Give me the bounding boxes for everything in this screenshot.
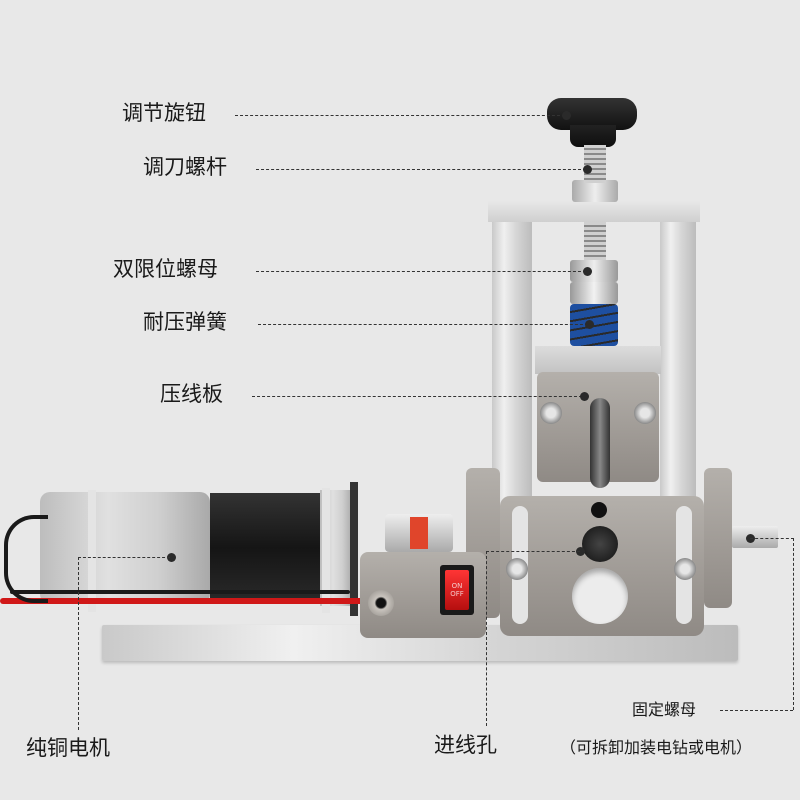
output-shaft: [732, 526, 778, 548]
power-switch-rocker[interactable]: ON OFF: [445, 570, 469, 610]
top-nut: [572, 180, 618, 202]
motor-gearbox: [40, 492, 210, 604]
marker-wire-inlet: [576, 547, 585, 556]
double-limit-nut-1: [570, 260, 618, 282]
frame-post-right: [660, 215, 696, 505]
label-copper-motor: 纯铜电机: [26, 736, 110, 760]
leader-adjust-knob: [235, 115, 565, 116]
pressure-spring: [570, 304, 618, 346]
frame-post-left: [492, 215, 532, 505]
press-plate-bolt-left: [540, 402, 562, 424]
wire-black: [10, 590, 350, 594]
label-pressure-spring: 耐压弹簧: [143, 310, 227, 334]
switch-on-label: ON: [451, 582, 463, 590]
marker-blade-screw: [583, 165, 592, 174]
marker-double-limit-nut: [583, 267, 592, 276]
right-housing: [704, 468, 732, 608]
coupling-insert: [410, 517, 428, 549]
label-double-limit-nut: 双限位螺母: [113, 257, 218, 281]
leader-pressure-spring: [258, 324, 588, 325]
leader-fixed-nut-v: [793, 538, 794, 710]
cable-tie-1: [88, 490, 96, 612]
cable-tie-2: [322, 488, 330, 613]
adjust-knob-hub: [570, 125, 616, 147]
marker-copper-motor: [167, 553, 176, 562]
double-limit-nut-2: [570, 282, 618, 304]
blade-screw-lower: [584, 222, 606, 262]
label-fixed-nut: 固定螺母: [632, 700, 697, 719]
label-adjust-knob: 调节旋钮: [122, 101, 206, 125]
leader-press-plate: [252, 396, 582, 397]
motor-flange: [350, 482, 358, 616]
leader-fixed-nut-h2: [720, 710, 793, 711]
leader-fixed-nut-h1: [750, 538, 794, 539]
leader-copper-motor-v: [78, 557, 79, 730]
front-plate-bolt-left: [506, 558, 528, 580]
label-wire-inlet: 进线孔: [434, 733, 497, 757]
small-hole: [591, 502, 607, 518]
label-blade-screw: 调刀螺杆: [143, 155, 227, 179]
wire-inlet-hole: [582, 526, 618, 562]
front-plate-bolt-right: [674, 558, 696, 580]
switch-off-label: OFF: [450, 590, 464, 598]
power-switch[interactable]: ON OFF: [440, 565, 474, 615]
wire-loop: [4, 515, 48, 603]
leader-double-limit-nut: [256, 271, 586, 272]
large-hole: [572, 568, 628, 624]
marker-adjust-knob: [562, 111, 571, 120]
label-fixed-nut-note: （可拆卸加装电钻或电机）: [560, 738, 753, 757]
leader-blade-screw: [256, 169, 586, 170]
leader-wire-inlet-h: [486, 551, 580, 552]
marker-press-plate: [580, 392, 589, 401]
leader-copper-motor-h: [78, 557, 170, 558]
label-press-plate: 压线板: [160, 382, 223, 406]
power-jack: [368, 590, 394, 616]
leader-wire-inlet-v: [486, 551, 487, 726]
marker-pressure-spring: [585, 320, 594, 329]
blade-screw-upper: [584, 145, 606, 183]
blade-wheel: [590, 398, 610, 488]
press-plate-bolt-right: [634, 402, 656, 424]
wire-red: [0, 598, 370, 604]
motor-body: [210, 493, 325, 603]
frame-top-bar: [488, 200, 700, 222]
press-block: [535, 346, 661, 374]
